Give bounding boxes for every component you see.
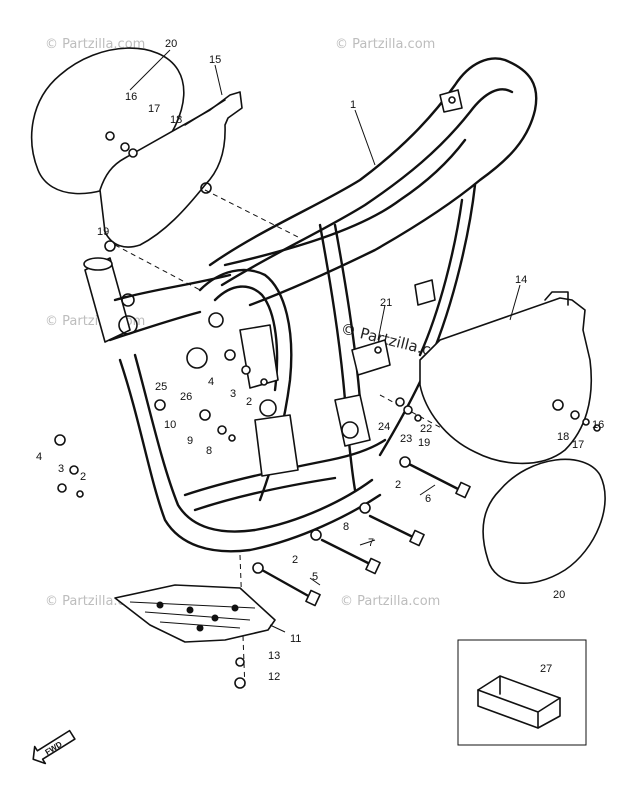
- callout: 3: [230, 388, 236, 400]
- callout: 24: [378, 421, 390, 433]
- callout: 19: [97, 226, 109, 238]
- callout: 26: [180, 391, 192, 403]
- callout: 5: [312, 571, 318, 583]
- engine-mount-bolts: [260, 460, 471, 607]
- callout: 25: [155, 381, 167, 393]
- callout: 20: [553, 589, 565, 601]
- callout: 20: [165, 38, 177, 50]
- callout: 18: [170, 114, 182, 126]
- watermark-text: © Partzilla.com: [335, 37, 435, 52]
- callout: 3: [58, 463, 64, 475]
- callout: 15: [209, 54, 221, 66]
- callout: 2: [80, 471, 86, 483]
- right-side-cover: [419, 297, 593, 465]
- skid-plate: [114, 584, 276, 643]
- main-frame: [83, 57, 538, 553]
- fasteners: [54, 131, 601, 689]
- callout: 8: [343, 521, 349, 533]
- leader-lines: [129, 49, 521, 693]
- callout: 2: [246, 396, 252, 408]
- callout: 16: [125, 91, 137, 103]
- watermark-text: © Partzilla.com: [340, 594, 440, 609]
- callout: 19: [418, 437, 430, 449]
- callout: 27: [540, 663, 552, 675]
- callout: 21: [380, 297, 392, 309]
- callout: 17: [572, 439, 584, 451]
- callout: 7: [368, 537, 374, 549]
- callout: 1: [350, 99, 356, 111]
- callout: 22: [420, 423, 432, 435]
- callout: 2: [292, 554, 298, 566]
- right-number-plate: [482, 458, 606, 584]
- callout: 2: [395, 479, 401, 491]
- callout: 4: [208, 376, 214, 388]
- callout: 18: [557, 431, 569, 443]
- callout-labels: 20 15 16 17 18 1 19 14 21 4 3 2 25 26 10…: [36, 38, 604, 683]
- callout: 16: [592, 419, 604, 431]
- fwd-arrow-icon: FWD: [32, 729, 76, 765]
- callout: 9: [187, 435, 193, 447]
- callout: 14: [515, 274, 527, 286]
- callout: 23: [400, 433, 412, 445]
- callout: 12: [268, 671, 280, 683]
- callout: 10: [164, 419, 176, 431]
- callout: 13: [268, 650, 280, 662]
- callout: 11: [290, 633, 301, 645]
- callout: 17: [148, 103, 160, 115]
- left-side-cover: [99, 91, 243, 248]
- part-27-box: [457, 639, 587, 746]
- callout: 6: [425, 493, 431, 505]
- callout: 8: [206, 445, 212, 457]
- callout: 4: [36, 451, 42, 463]
